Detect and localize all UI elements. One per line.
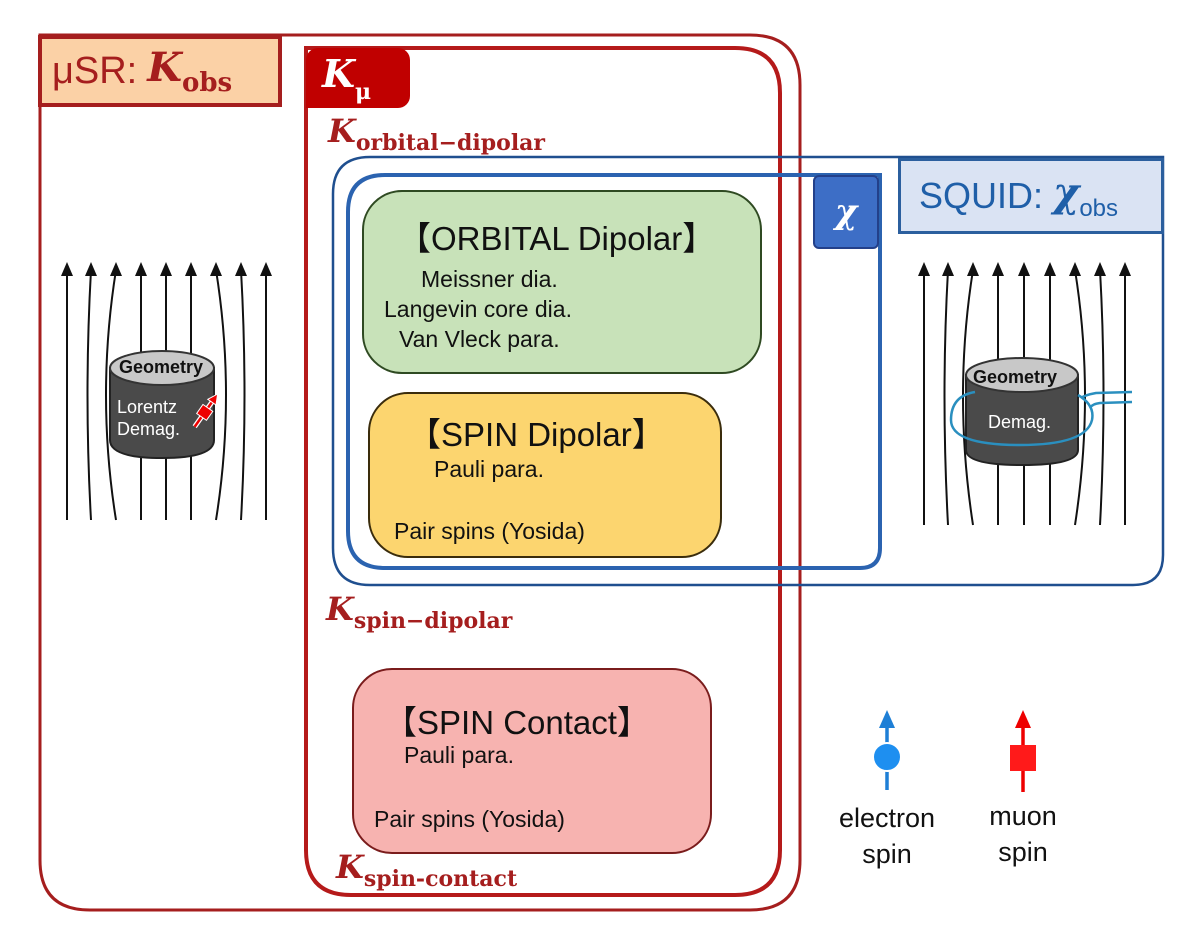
left-sample-demag-label: Demag.	[117, 419, 181, 439]
spin-dipolar-item-pauli: Pauli para.	[434, 456, 544, 482]
orbital-dipolar-title: 【ORBITAL Dipolar】	[398, 220, 716, 257]
legend-electron-label: electron spin	[826, 800, 948, 872]
spin-dipolar-item-pair: Pair spins (Yosida)	[394, 518, 585, 544]
orbital-item-van-vleck: Van Vleck para.	[399, 326, 560, 352]
legend-muon-spin-icon	[1010, 710, 1036, 792]
squid-symbol: χobs	[1053, 169, 1119, 222]
muon-spin-icon	[192, 393, 219, 429]
spin-dipolar-title: 【SPIN Dipolar】	[408, 416, 665, 453]
orbital-item-meissner: Meissner dia.	[421, 266, 558, 292]
squid-prefix: SQUID:	[919, 175, 1044, 216]
k-spin-dipolar-label: Kspin−dipolar	[326, 590, 513, 634]
left-sample-lorentz-label: Lorentz	[117, 397, 178, 417]
squid-label: SQUID: χobs	[898, 158, 1164, 234]
legend-electron-line1: electron	[838, 803, 936, 833]
spin-dipolar-box: 【SPIN Dipolar】 Pauli para. Pair spins (Y…	[368, 392, 722, 558]
spin-contact-item-pauli: Pauli para.	[404, 742, 514, 768]
spin-contact-item-pair: Pair spins (Yosida)	[374, 806, 565, 832]
right-sample-geometry-label: Geometry	[973, 367, 1058, 387]
musr-prefix: μSR:	[52, 49, 138, 92]
k-mu-frame	[304, 46, 782, 897]
left-sample-geometry-label: Geometry	[119, 357, 204, 377]
electron-spin-icon	[872, 710, 902, 790]
musr-symbol: Kobs	[147, 44, 233, 98]
pickup-coil-icon	[949, 390, 1133, 447]
spin-contact-title: 【SPIN Contact】	[384, 704, 650, 741]
right-field-arrowheads	[918, 262, 1131, 276]
chi-tab: χ	[813, 175, 879, 249]
legend-electron-line2: spin	[862, 839, 912, 869]
k-spin-contact-label: Kspin-contact	[336, 848, 518, 892]
chi-frame	[346, 173, 882, 570]
legend-muon-line1: muon	[989, 801, 1057, 831]
spin-contact-box: 【SPIN Contact】 Pauli para. Pair spins (Y…	[352, 668, 712, 854]
right-sample-demag-label: Demag.	[988, 412, 1052, 432]
left-field-arrowheads	[61, 262, 272, 276]
left-sample-cylinder	[109, 350, 215, 460]
k-mu-tab: Kμ	[306, 48, 410, 108]
musr-label: μSR: Kobs	[38, 35, 282, 107]
musr-frame	[38, 33, 802, 912]
orbital-dipolar-box: 【ORBITAL Dipolar】 Meissner dia. Langevin…	[362, 190, 762, 374]
k-mu-symbol: Kμ	[322, 51, 372, 105]
legend-muon-line2: spin	[998, 837, 1048, 867]
legend-muon-label: muon spin	[970, 798, 1076, 870]
squid-frame	[331, 155, 1165, 587]
orbital-item-langevin: Langevin core dia.	[384, 296, 572, 322]
k-orbital-dipolar-label: Korbital−dipolar	[328, 112, 546, 156]
